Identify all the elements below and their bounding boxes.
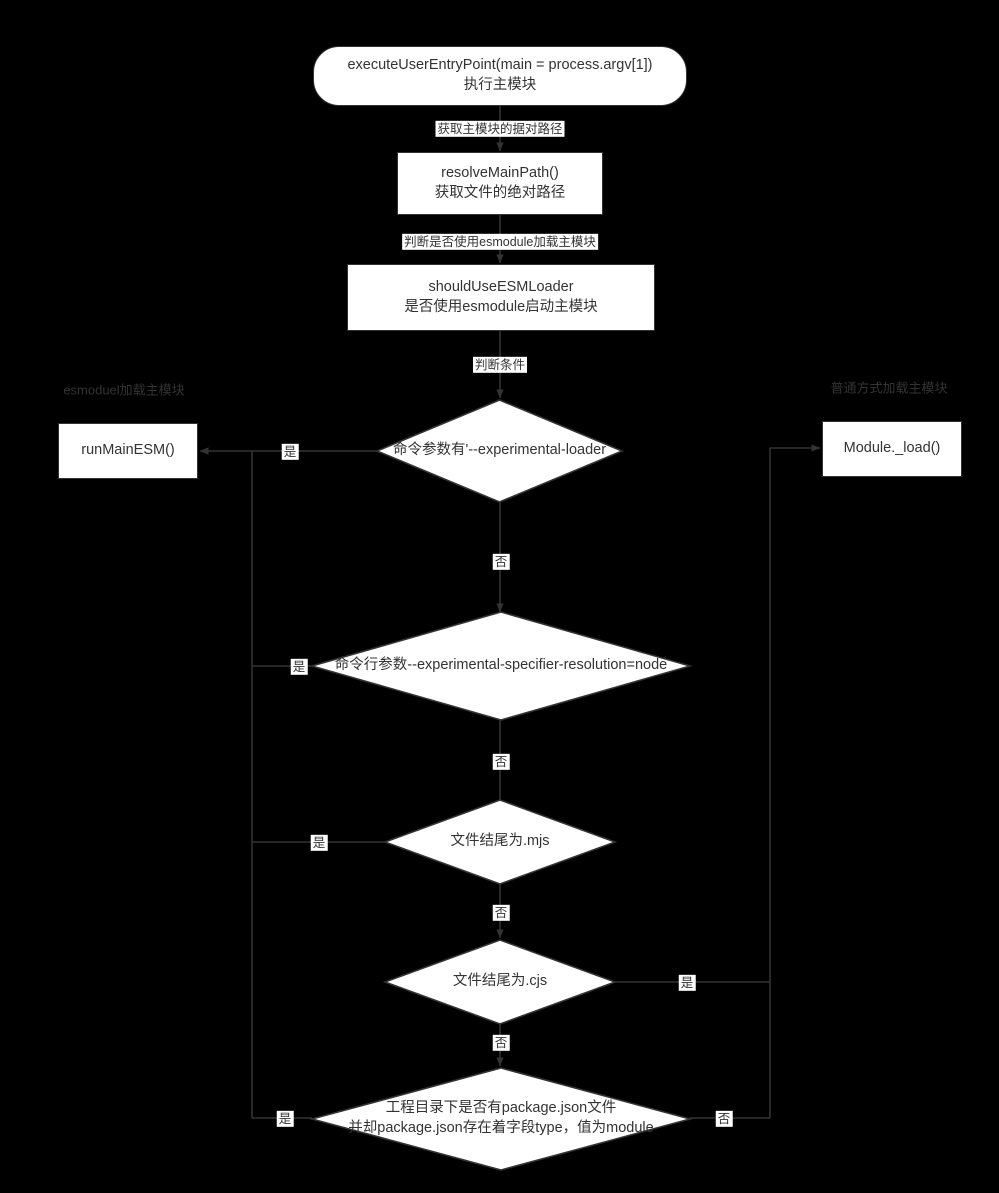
node-run-main-esm[interactable]: runMainESM() [58, 423, 198, 479]
node-resolve-main-path[interactable]: resolveMainPath() 获取文件的绝对路径 [397, 152, 603, 215]
node-execute-user-entry-point[interactable]: executeUserEntryPoint(main = process.arg… [313, 46, 687, 106]
edge-label-cond2-no: 否 [492, 753, 510, 771]
node-should-use-esm-loader[interactable]: shouldUseESMLoader 是否使用esmodule启动主模块 [347, 264, 655, 331]
node-cond-experimental-loader[interactable]: 命令参数有'--experimental-loader [374, 399, 625, 503]
edge-label-cond2-yes: 是 [290, 658, 308, 676]
node-cond-package-json[interactable]: 工程目录下是否有package.json文件 并却package.json存在着… [308, 1067, 694, 1171]
edge-label-cond1-yes: 是 [281, 443, 299, 461]
cluster-label-cjs: 普通方式加载主模块 [830, 380, 948, 396]
node-cond-specifier-resolution[interactable]: 命令行参数--experimental-specifier-resolution… [309, 611, 693, 721]
edge-label-judge-condition: 判断条件 [472, 356, 528, 374]
edge-label-cond4-yes: 是 [678, 974, 696, 992]
edge-label-cond3-no: 否 [492, 904, 510, 922]
edge-label-get-abs-path: 获取主模块的据对路径 [435, 120, 565, 138]
edge-label-cond5-no: 否 [715, 1110, 733, 1128]
edge-label-judge-esmodule: 判断是否使用esmodule加载主模块 [402, 233, 598, 251]
cluster-label-esm: esmoduel加载主模块 [63, 382, 185, 398]
edge-label-cond1-no: 否 [492, 553, 510, 571]
edge-label-cond5-yes: 是 [276, 1110, 294, 1128]
node-cond-mjs[interactable]: 文件结尾为.mjs [382, 799, 618, 885]
edge-label-cond4-no: 否 [492, 1034, 510, 1052]
edge-label-cond3-yes: 是 [310, 834, 328, 852]
node-module-load[interactable]: Module._load() [822, 421, 962, 477]
node-cond-cjs[interactable]: 文件结尾为.cjs [382, 939, 618, 1025]
